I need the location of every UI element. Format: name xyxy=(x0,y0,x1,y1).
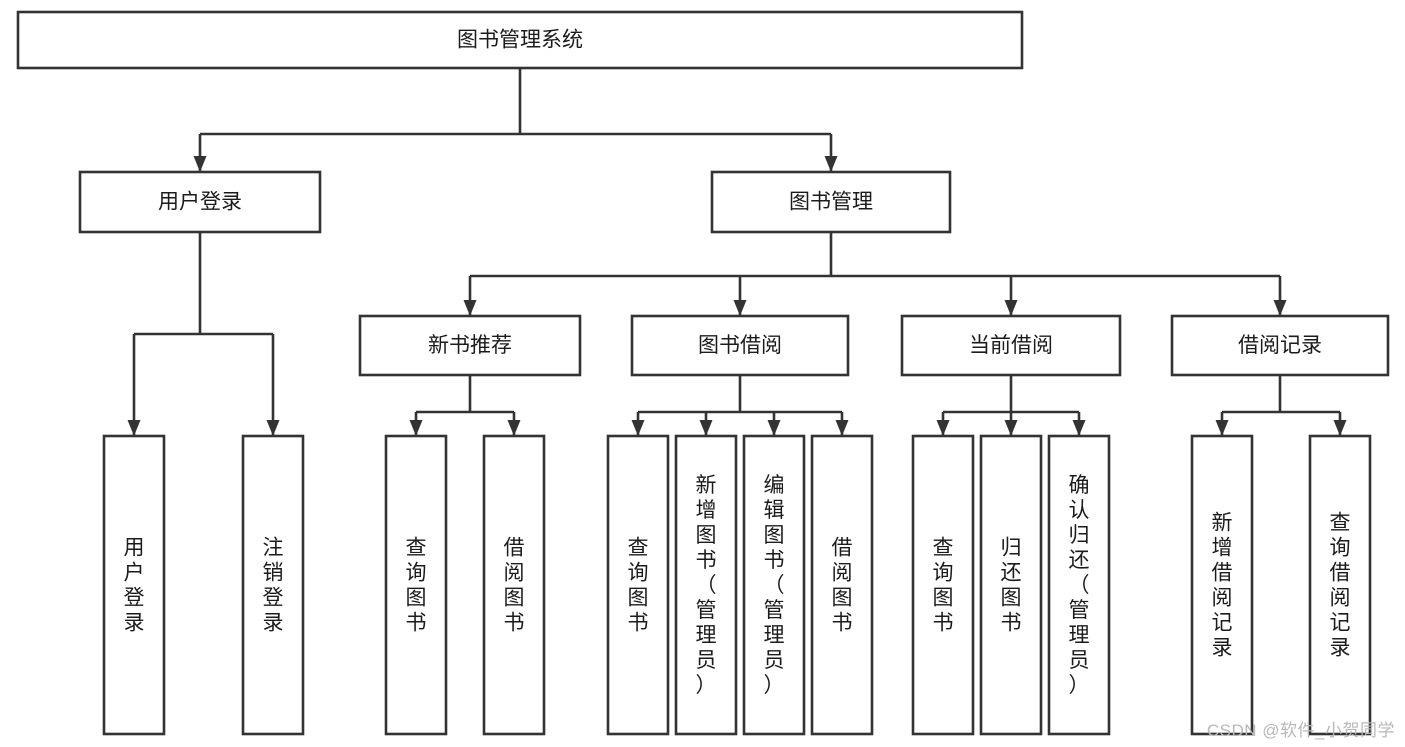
node-box-leaf-borrow-book-2[interactable] xyxy=(810,434,874,736)
node-root[interactable]: 图书管理系统 xyxy=(16,10,1024,70)
edge-arrowhead xyxy=(1333,420,1347,436)
edge-arrowhead xyxy=(1004,420,1018,436)
node-leaf-add-book[interactable]: 新增图书（管理员） xyxy=(674,434,738,736)
watermark-text: CSDN @软件_小贺同学 xyxy=(1206,721,1395,740)
edge-arrowhead xyxy=(1072,420,1086,436)
edge-arrowhead xyxy=(767,420,781,436)
node-label-new-book-rec: 新书推荐 xyxy=(428,334,512,357)
node-box-leaf-query-book-3[interactable] xyxy=(911,434,975,736)
node-box-user-login[interactable] xyxy=(78,170,322,234)
edge-group-new-book-rec xyxy=(409,375,521,436)
node-box-new-book-rec[interactable] xyxy=(358,314,582,377)
node-label-leaf-edit-book: 编辑图书（管理员） xyxy=(764,474,785,697)
node-box-leaf-query-book-1[interactable] xyxy=(384,434,448,736)
node-label-leaf-query-record: 查询借阅记录 xyxy=(1330,512,1351,660)
node-label-leaf-add-record: 新增借阅记录 xyxy=(1212,512,1233,660)
node-label-borrow-record: 借阅记录 xyxy=(1238,334,1322,357)
edge-arrowhead xyxy=(127,420,141,436)
node-borrow-record[interactable]: 借阅记录 xyxy=(1170,314,1390,377)
node-leaf-query-record[interactable]: 查询借阅记录 xyxy=(1308,434,1372,736)
edge-group-book-manage xyxy=(463,232,1287,316)
node-box-leaf-confirm-return[interactable] xyxy=(1047,434,1111,736)
edge-arrowhead xyxy=(1215,420,1229,436)
node-box-book-manage[interactable] xyxy=(710,170,952,234)
node-box-borrow-record[interactable] xyxy=(1170,314,1390,377)
edge-arrowhead xyxy=(507,420,521,436)
node-label-book-borrow: 图书借阅 xyxy=(698,334,782,357)
node-label-user-login: 用户登录 xyxy=(158,191,242,214)
node-user-login[interactable]: 用户登录 xyxy=(78,170,322,234)
edge-arrowhead xyxy=(193,156,207,172)
edge-arrowhead xyxy=(824,156,838,172)
node-box-book-borrow[interactable] xyxy=(630,314,850,377)
node-label-leaf-add-book: 新增图书（管理员） xyxy=(696,474,717,697)
edge-arrowhead xyxy=(1273,300,1287,316)
node-label-leaf-borrow-book-2: 借阅图书 xyxy=(832,537,853,635)
node-leaf-user-login[interactable]: 用户登录 xyxy=(102,434,166,736)
node-label-book-manage: 图书管理 xyxy=(789,191,873,214)
node-leaf-logout[interactable]: 注销登录 xyxy=(241,434,305,736)
node-box-root[interactable] xyxy=(16,10,1024,70)
node-box-current-borrow[interactable] xyxy=(900,314,1122,377)
node-box-leaf-user-login[interactable] xyxy=(102,434,166,736)
node-leaf-query-book-2[interactable]: 查询图书 xyxy=(606,434,670,736)
node-leaf-query-book-1[interactable]: 查询图书 xyxy=(384,434,448,736)
node-box-leaf-logout[interactable] xyxy=(241,434,305,736)
node-box-leaf-add-record[interactable] xyxy=(1190,434,1254,736)
node-box-leaf-query-record[interactable] xyxy=(1308,434,1372,736)
node-leaf-return-book[interactable]: 归还图书 xyxy=(979,434,1043,736)
edge-arrowhead xyxy=(1004,300,1018,316)
node-label-leaf-query-book-1: 查询图书 xyxy=(406,537,427,635)
node-box-leaf-borrow-book-1[interactable] xyxy=(482,434,546,736)
node-label-root: 图书管理系统 xyxy=(457,29,583,52)
edge-group-root xyxy=(193,68,838,172)
node-box-leaf-add-book[interactable] xyxy=(674,434,738,736)
node-current-borrow[interactable]: 当前借阅 xyxy=(900,314,1122,377)
edge-arrowhead xyxy=(409,420,423,436)
node-new-book-rec[interactable]: 新书推荐 xyxy=(358,314,582,377)
node-label-leaf-confirm-return: 确认归还（管理员） xyxy=(1069,474,1090,697)
edge-group-current-borrow xyxy=(936,375,1086,436)
node-label-leaf-borrow-book-1: 借阅图书 xyxy=(504,537,525,635)
edge-arrowhead xyxy=(631,420,645,436)
node-leaf-add-record[interactable]: 新增借阅记录 xyxy=(1190,434,1254,736)
edge-arrowhead xyxy=(936,420,950,436)
edge-arrowhead xyxy=(835,420,849,436)
node-label-leaf-query-book-2: 查询图书 xyxy=(628,537,649,635)
node-leaf-borrow-book-2[interactable]: 借阅图书 xyxy=(810,434,874,736)
node-box-leaf-query-book-2[interactable] xyxy=(606,434,670,736)
node-label-leaf-return-book: 归还图书 xyxy=(1001,537,1022,635)
node-label-current-borrow: 当前借阅 xyxy=(969,334,1053,357)
node-leaf-query-book-3[interactable]: 查询图书 xyxy=(911,434,975,736)
node-book-borrow[interactable]: 图书借阅 xyxy=(630,314,850,377)
edge-group-user-login xyxy=(127,232,280,436)
edge-arrowhead xyxy=(733,300,747,316)
node-box-leaf-return-book[interactable] xyxy=(979,434,1043,736)
node-box-leaf-edit-book[interactable] xyxy=(742,434,806,736)
edge-arrowhead xyxy=(266,420,280,436)
edge-arrowhead xyxy=(699,420,713,436)
edge-group-borrow-record xyxy=(1215,375,1347,436)
edge-group-book-borrow xyxy=(631,375,849,436)
node-book-manage[interactable]: 图书管理 xyxy=(710,170,952,234)
node-leaf-borrow-book-1[interactable]: 借阅图书 xyxy=(482,434,546,736)
edge-arrowhead xyxy=(463,300,477,316)
node-leaf-edit-book[interactable]: 编辑图书（管理员） xyxy=(742,434,806,736)
node-label-leaf-user-login: 用户登录 xyxy=(124,537,145,635)
node-leaf-confirm-return[interactable]: 确认归还（管理员） xyxy=(1047,434,1111,736)
node-label-leaf-logout: 注销登录 xyxy=(263,537,284,635)
node-label-leaf-query-book-3: 查询图书 xyxy=(933,537,954,635)
